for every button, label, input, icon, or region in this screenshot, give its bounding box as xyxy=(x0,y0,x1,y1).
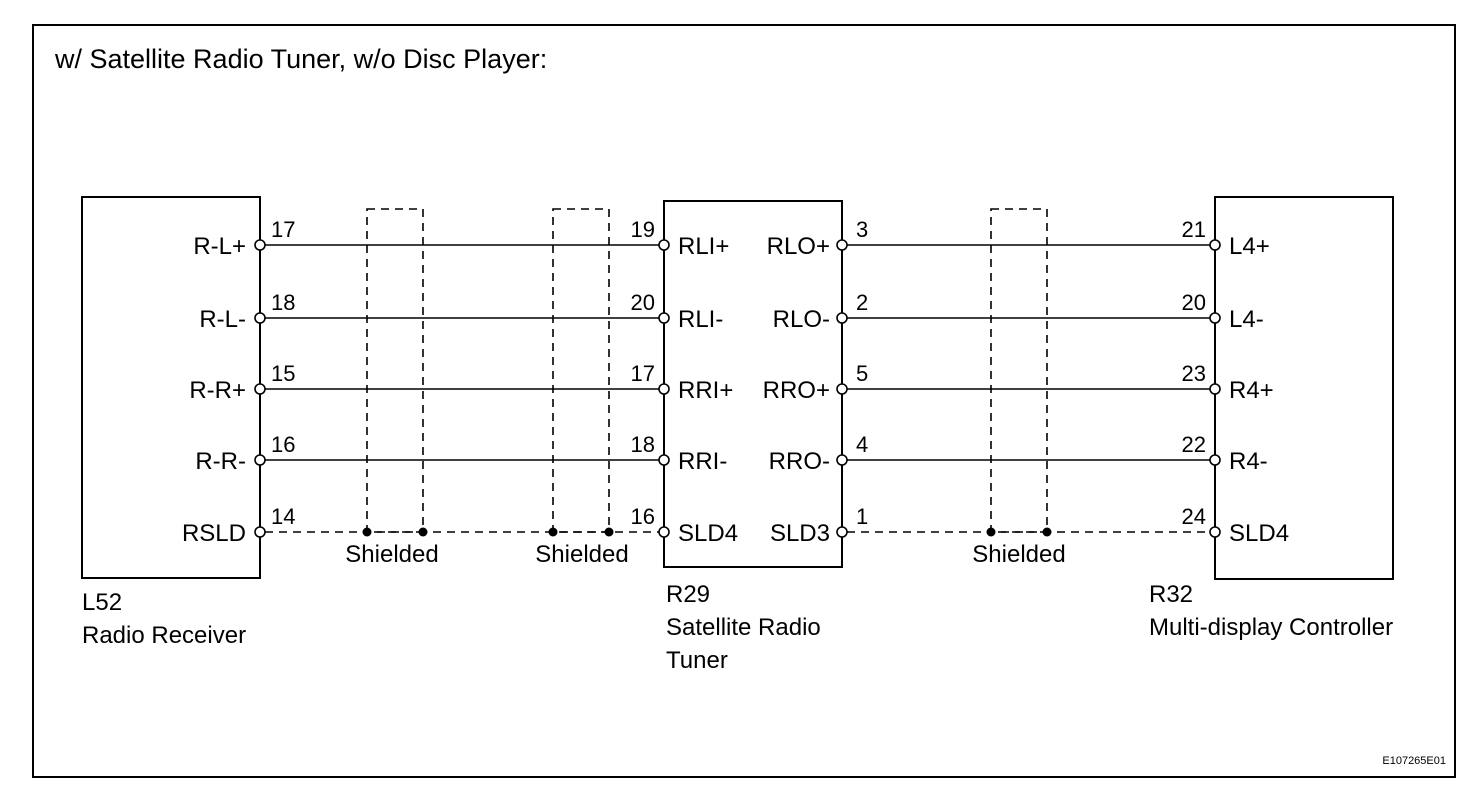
shield-label-1: Shielded xyxy=(345,541,438,568)
shield-junctions xyxy=(362,527,1052,537)
terminal-circle xyxy=(254,383,266,395)
terminal-circle xyxy=(836,312,848,324)
terminal-circle xyxy=(836,454,848,466)
shield-junction-dot xyxy=(1042,527,1052,537)
middle-output-terminal-label: SLD3 xyxy=(770,520,830,547)
middle-input-terminal-label: RLI- xyxy=(678,306,723,333)
middle-output-pin-number: 4 xyxy=(856,432,868,457)
right-terminal-label: R4- xyxy=(1229,448,1268,475)
right-terminal-label: SLD4 xyxy=(1229,520,1289,547)
right-pin-number: 23 xyxy=(1182,361,1206,386)
diagram-title: w/ Satellite Radio Tuner, w/o Disc Playe… xyxy=(55,44,548,74)
terminal-circle xyxy=(1209,239,1221,251)
right-terminal-label: L4- xyxy=(1229,306,1264,333)
shield-enclosure-1 xyxy=(366,208,424,533)
terminal-circle xyxy=(254,312,266,324)
terminal-circle xyxy=(658,454,670,466)
middle-output-terminal-label: RRO- xyxy=(769,448,830,475)
left-pin-number: 16 xyxy=(271,432,295,457)
left-terminal-label: R-R- xyxy=(195,448,246,475)
terminal-circle xyxy=(658,312,670,324)
left-pin-number: 17 xyxy=(271,217,295,242)
terminal-circle xyxy=(658,383,670,395)
middle-input-pin-number: 16 xyxy=(631,504,655,529)
radio-receiver-name: Radio Receiver xyxy=(82,622,246,649)
right-pin-number: 24 xyxy=(1182,504,1206,529)
middle-input-pin-number: 18 xyxy=(631,432,655,457)
terminal-circle xyxy=(658,239,670,251)
right-pin-number: 20 xyxy=(1182,290,1206,315)
radio-receiver-code: L52 xyxy=(82,589,122,616)
shield-enclosure-3 xyxy=(990,208,1048,533)
left-terminal-label: R-L+ xyxy=(193,233,246,260)
shield-junction-dot xyxy=(604,527,614,537)
diagram-frame xyxy=(32,24,1456,778)
terminal-circle xyxy=(254,526,266,538)
middle-output-terminal-label: RLO- xyxy=(773,306,830,333)
terminal-circle xyxy=(1209,312,1221,324)
terminal-circle xyxy=(1209,383,1221,395)
right-pin-number: 22 xyxy=(1182,432,1206,457)
middle-input-terminal-label: RRI- xyxy=(678,448,727,475)
shield-junction-dot xyxy=(418,527,428,537)
left-pin-number: 15 xyxy=(271,361,295,386)
middle-output-pin-number: 5 xyxy=(856,361,868,386)
shield-enclosure-2 xyxy=(552,208,610,533)
terminal-circle xyxy=(1209,454,1221,466)
terminal-circle xyxy=(1209,526,1221,538)
middle-output-pin-number: 2 xyxy=(856,290,868,315)
shield-junction-dot xyxy=(362,527,372,537)
middle-input-terminal-label: RLI+ xyxy=(678,233,729,260)
satellite-radio-tuner-name-line2: Tuner xyxy=(666,647,728,674)
right-pin-number: 21 xyxy=(1182,217,1206,242)
satellite-radio-tuner-name-line1: Satellite Radio xyxy=(666,614,821,641)
middle-input-pin-number: 19 xyxy=(631,217,655,242)
left-pin-number: 18 xyxy=(271,290,295,315)
reference-code: E107265E01 xyxy=(1382,755,1446,767)
right-terminal-label: R4+ xyxy=(1229,377,1274,404)
middle-input-pin-number: 20 xyxy=(631,290,655,315)
right-terminal-label: L4+ xyxy=(1229,233,1270,260)
multi-display-controller-code: R32 xyxy=(1149,581,1193,608)
middle-output-pin-number: 1 xyxy=(856,504,868,529)
middle-input-pin-number: 17 xyxy=(631,361,655,386)
left-terminal-label: R-R+ xyxy=(189,377,246,404)
left-terminal-label: R-L- xyxy=(199,306,246,333)
terminal-circle xyxy=(658,526,670,538)
terminal-circle xyxy=(254,239,266,251)
left-pin-number: 14 xyxy=(271,504,295,529)
shield-junction-dot xyxy=(548,527,558,537)
multi-display-controller-name: Multi-display Controller xyxy=(1149,614,1393,641)
shield-label-2: Shielded xyxy=(535,541,628,568)
terminal-circle xyxy=(836,239,848,251)
terminal-circle xyxy=(254,454,266,466)
terminal-circle xyxy=(836,383,848,395)
satellite-radio-tuner-code: R29 xyxy=(666,581,710,608)
shield-junction-dot xyxy=(986,527,996,537)
wires-group xyxy=(265,244,1210,533)
middle-output-terminal-label: RLO+ xyxy=(767,233,830,260)
shield-label-3: Shielded xyxy=(972,541,1065,568)
left-terminal-label: RSLD xyxy=(182,520,246,547)
terminals-group xyxy=(254,239,1221,538)
middle-input-terminal-label: SLD4 xyxy=(678,520,738,547)
middle-input-terminal-label: RRI+ xyxy=(678,377,733,404)
terminal-circle xyxy=(836,526,848,538)
middle-output-pin-number: 3 xyxy=(856,217,868,242)
middle-output-terminal-label: RRO+ xyxy=(763,377,830,404)
